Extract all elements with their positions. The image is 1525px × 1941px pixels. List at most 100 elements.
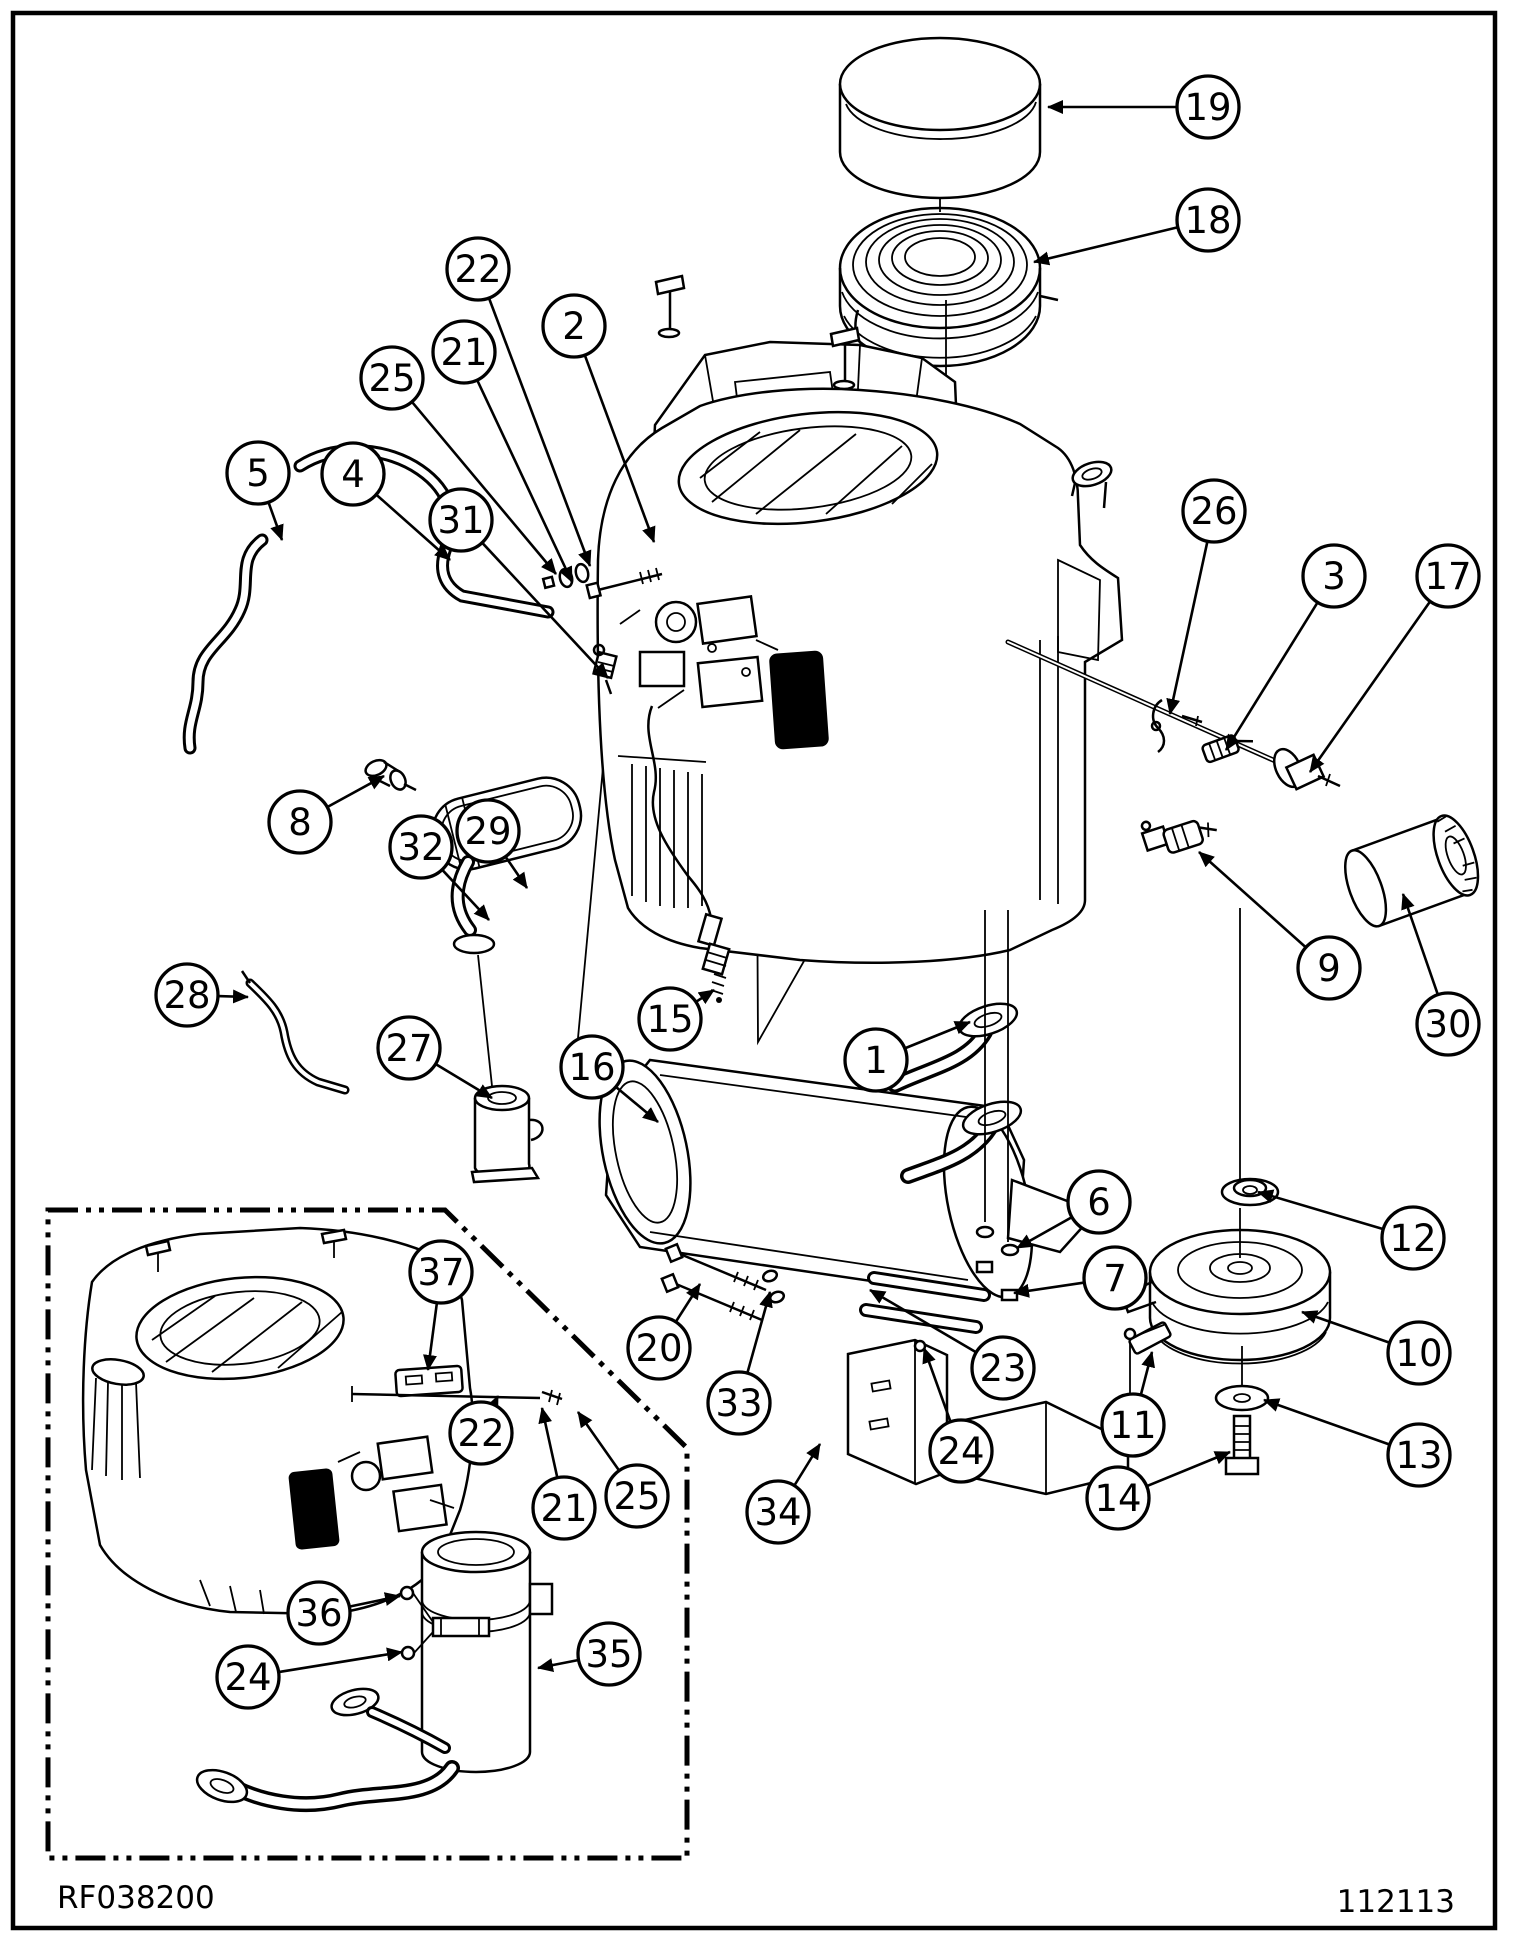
- callout-number-4: 4: [341, 453, 365, 496]
- callout-circle-33: [706, 1370, 772, 1436]
- callout-circle-32: [388, 814, 454, 880]
- callout-number-27: 27: [385, 1027, 432, 1070]
- callout-18: 18: [1033, 187, 1241, 266]
- callout-2: 2: [541, 293, 656, 543]
- callout-number-16: 16: [568, 1046, 615, 1089]
- callout-number-25: 25: [368, 357, 415, 400]
- callout-number-3: 3: [1322, 555, 1346, 598]
- callout-circle-29: [455, 798, 521, 864]
- callout-36: 36: [286, 1580, 401, 1646]
- callout-11: 11: [1100, 1351, 1166, 1458]
- callout-number-10: 10: [1395, 1332, 1442, 1375]
- drawing-border: [10, 10, 1498, 1931]
- callout-13: 13: [1263, 1398, 1452, 1488]
- callout-number-21-inset: 21: [540, 1487, 587, 1530]
- callout-number-35: 35: [585, 1633, 632, 1676]
- callout-circle-24: [928, 1418, 994, 1484]
- callout-leader-26: [1166, 541, 1209, 715]
- callout-28: 28: [154, 962, 249, 1028]
- callout-leader-23: [869, 1288, 977, 1354]
- callout-circle-27: [376, 1015, 442, 1081]
- callout-leader-25-inset: [576, 1411, 621, 1472]
- callout-leader-22: [487, 297, 592, 567]
- callout-circle-22-inset: [448, 1400, 514, 1466]
- callout-leader-5: [267, 501, 284, 541]
- callout-circle-21: [431, 319, 497, 385]
- callout-leader-10: [1301, 1310, 1391, 1344]
- callout-16: 16: [559, 1034, 659, 1123]
- muffler-bolts: [660, 1242, 767, 1322]
- blower-opening: [677, 410, 939, 526]
- engine-label: OHV: [785, 666, 816, 738]
- callout-number-26: 26: [1190, 490, 1237, 533]
- callout-8: 8: [267, 774, 385, 855]
- callout-number-24-inset: 24: [224, 1656, 271, 1699]
- callout-37: 37: [408, 1239, 474, 1371]
- engine-assembly: OHV: [592, 387, 1124, 964]
- callout-leader-29: [504, 855, 529, 889]
- callout-number-9: 9: [1317, 947, 1341, 990]
- callout-number-34: 34: [754, 1491, 801, 1534]
- exhaust-pipes: [887, 1024, 998, 1184]
- callout-circle-12: [1380, 1205, 1446, 1271]
- callout-circle-19: [1175, 74, 1241, 140]
- callout-19: 19: [1047, 74, 1241, 140]
- callout-29: 29: [455, 798, 529, 889]
- callout-20: 20: [626, 1283, 702, 1381]
- callout-circle-24-inset: [215, 1644, 281, 1710]
- callout-number-36: 36: [295, 1592, 342, 1635]
- callout-12: 12: [1257, 1189, 1446, 1271]
- sensor-wire: [647, 705, 731, 1003]
- callout-number-29: 29: [464, 810, 511, 853]
- callout-leader-2: [583, 354, 656, 543]
- callout-circle-11: [1100, 1392, 1166, 1458]
- oil-filter: [1344, 814, 1480, 928]
- callout-35: 35: [537, 1621, 642, 1687]
- callout-number-30: 30: [1424, 1003, 1471, 1046]
- callout-leader-34: [793, 1443, 822, 1487]
- callout-leader-30: [1401, 893, 1440, 996]
- inset-border: [45, 1207, 690, 1861]
- callout-27: 27: [376, 1015, 493, 1100]
- callout-leader-3: [1224, 601, 1319, 751]
- callout-leader-8: [326, 774, 385, 809]
- callout-5: 5: [225, 440, 291, 541]
- callout-9: 9: [1198, 851, 1362, 1001]
- callout-leader-17: [1308, 600, 1432, 773]
- callout-circle-28: [154, 962, 220, 1028]
- clutch-washer-lower: [1214, 1208, 1270, 1412]
- callout-number-20: 20: [635, 1327, 682, 1370]
- callout-circle-13: [1386, 1422, 1452, 1488]
- callout-circle-9: [1296, 935, 1362, 1001]
- callout-leader-14: [1146, 1450, 1231, 1488]
- callout-circle-10: [1386, 1320, 1452, 1386]
- muffler-bracket: [846, 1327, 1137, 1496]
- callout-21: 21: [431, 319, 574, 583]
- callout-number-14: 14: [1094, 1477, 1141, 1520]
- callout-24: 24: [922, 1347, 994, 1484]
- callout-circle-18: [1175, 187, 1241, 253]
- callout-circle-22: [445, 236, 511, 302]
- callout-15: 15: [637, 986, 715, 1052]
- callout-22: 22: [445, 236, 592, 567]
- callout-21-inset: 21: [531, 1407, 597, 1541]
- callout-4: 4: [320, 441, 451, 561]
- callout-leader-12: [1257, 1189, 1384, 1231]
- callout-leader-27: [434, 1062, 493, 1100]
- callout-number-15: 15: [646, 998, 693, 1041]
- inset-engine-label: OHV: [303, 1480, 328, 1540]
- callout-leader-13: [1263, 1398, 1391, 1446]
- callout-number-2: 2: [562, 305, 586, 348]
- air-cleaner-cover: [838, 36, 1042, 200]
- inset-carburetor: [337, 1435, 455, 1533]
- clutch-key: [1128, 1321, 1172, 1355]
- callout-number-18: 18: [1184, 199, 1231, 242]
- inset-engine: OHV: [81, 1226, 474, 1616]
- callout-circle-16: [559, 1034, 625, 1100]
- callout-circle-35: [576, 1621, 642, 1687]
- date-code: 112113: [1337, 1884, 1455, 1920]
- carburetor-cluster: [619, 595, 779, 709]
- callout-circle-20: [626, 1315, 692, 1381]
- callout-number-22: 22: [454, 248, 501, 291]
- callout-number-37: 37: [417, 1251, 464, 1294]
